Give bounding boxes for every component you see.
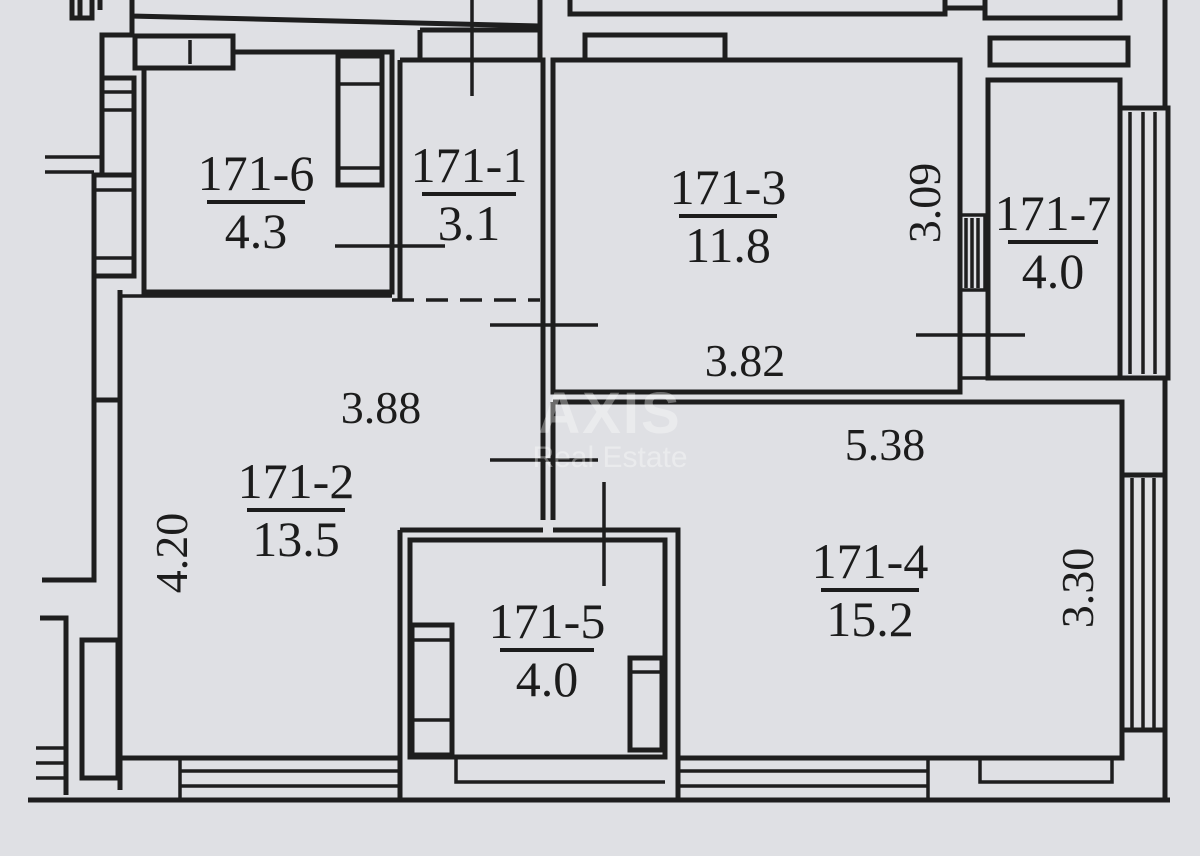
room-label-171-1: 171-1 3.1: [404, 140, 534, 248]
room-id: 171-1: [410, 137, 528, 193]
dimension-171-2-width: 3.88: [340, 382, 422, 433]
watermark-brand: AXIS: [538, 381, 682, 446]
top-neighbour-walls: [69, 0, 1168, 108]
room-area: 11.8: [679, 214, 777, 270]
room-label-171-2: 171-2 13.5: [228, 456, 364, 564]
room-id: 171-4: [811, 533, 929, 589]
room-area: 3.1: [422, 192, 516, 248]
room-label-171-6: 171-6 4.3: [188, 148, 324, 256]
room-id: 171-7: [994, 185, 1112, 241]
dimension-171-4-width: 5.38: [844, 419, 926, 470]
room-area: 4.0: [1007, 240, 1099, 296]
room-label-171-3: 171-3 11.8: [660, 162, 796, 270]
room-171-3-walls: [490, 57, 987, 395]
room-171-6-walls: [120, 33, 445, 298]
dimension-171-3-width: 3.82: [704, 335, 786, 386]
room-area: 4.0: [500, 648, 594, 704]
room-id: 171-6: [197, 145, 315, 201]
dimension-171-4-height: 3.30: [1052, 547, 1103, 629]
room-label-171-7: 171-7 4.0: [990, 188, 1116, 296]
room-171-7-walls: [916, 77, 1171, 381]
room-label-171-4: 171-4 15.2: [802, 536, 938, 644]
room-id: 171-2: [237, 453, 355, 509]
room-171-2-walls: [120, 390, 598, 800]
room-id: 171-5: [488, 593, 606, 649]
room-area: 15.2: [821, 588, 919, 644]
dimension-171-3-height: 3.09: [899, 162, 950, 244]
room-label-171-5: 171-5 4.0: [482, 596, 612, 704]
room-171-1-walls: [392, 0, 546, 390]
room-171-4-walls: [553, 378, 1168, 800]
left-outer-wall: [28, 18, 1170, 803]
room-id: 171-3: [669, 159, 787, 215]
watermark-logo: AXIS Real Estate: [490, 385, 730, 473]
watermark-subtitle: Real Estate: [532, 441, 688, 474]
room-area: 4.3: [207, 200, 305, 256]
room-area: 13.5: [247, 508, 345, 564]
dimension-171-2-height: 4.20: [146, 512, 197, 594]
room-171-5-walls: [397, 482, 681, 800]
